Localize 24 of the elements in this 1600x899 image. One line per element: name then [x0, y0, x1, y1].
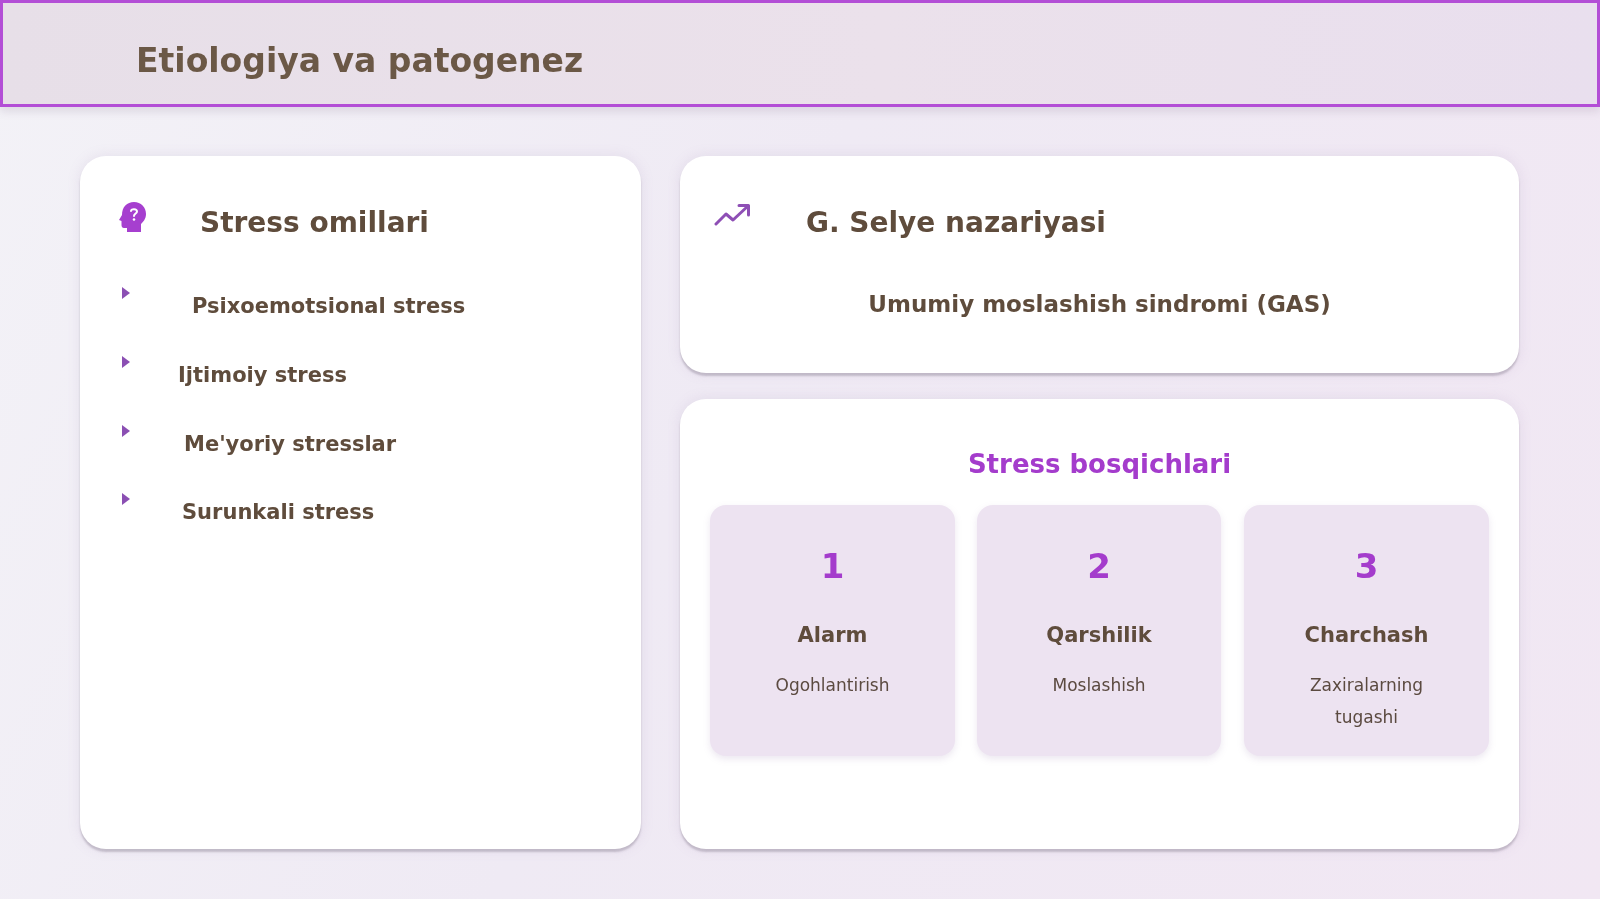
page-title: Etiologiya va patogenez — [136, 40, 584, 82]
stage-description: Moslashish — [1052, 674, 1146, 697]
list-item: Psixoemotsional stress — [192, 293, 466, 320]
card-heading: G. Selye nazariyasi — [806, 205, 1106, 241]
step-number: 3 — [1354, 545, 1379, 587]
stage-name: Charchash — [1304, 622, 1429, 649]
card-subtitle: Umumiy moslashish sindromi (GAS) — [868, 290, 1331, 319]
stage-card — [710, 505, 955, 756]
stage-card — [1244, 505, 1489, 756]
section-heading: Stress bosqichlari — [967, 448, 1232, 481]
step-number: 1 — [820, 545, 845, 587]
stage-description: Ogohlantirish — [775, 674, 890, 697]
stage-name: Qarshilik — [1046, 622, 1152, 649]
stage-card — [977, 505, 1221, 756]
list-item: Me'yoriy stresslar — [184, 431, 397, 458]
info-card — [680, 156, 1519, 373]
info-card — [80, 156, 641, 849]
step-number: 2 — [1087, 545, 1111, 587]
stage-name: Alarm — [797, 622, 868, 649]
list-item: Surunkali stress — [182, 499, 375, 526]
stage-description: Zaxiralarning tugashi — [1308, 674, 1425, 729]
list-item: Ijtimoiy stress — [178, 362, 347, 389]
card-heading: Stress omillari — [200, 205, 429, 241]
info-card — [680, 399, 1519, 849]
